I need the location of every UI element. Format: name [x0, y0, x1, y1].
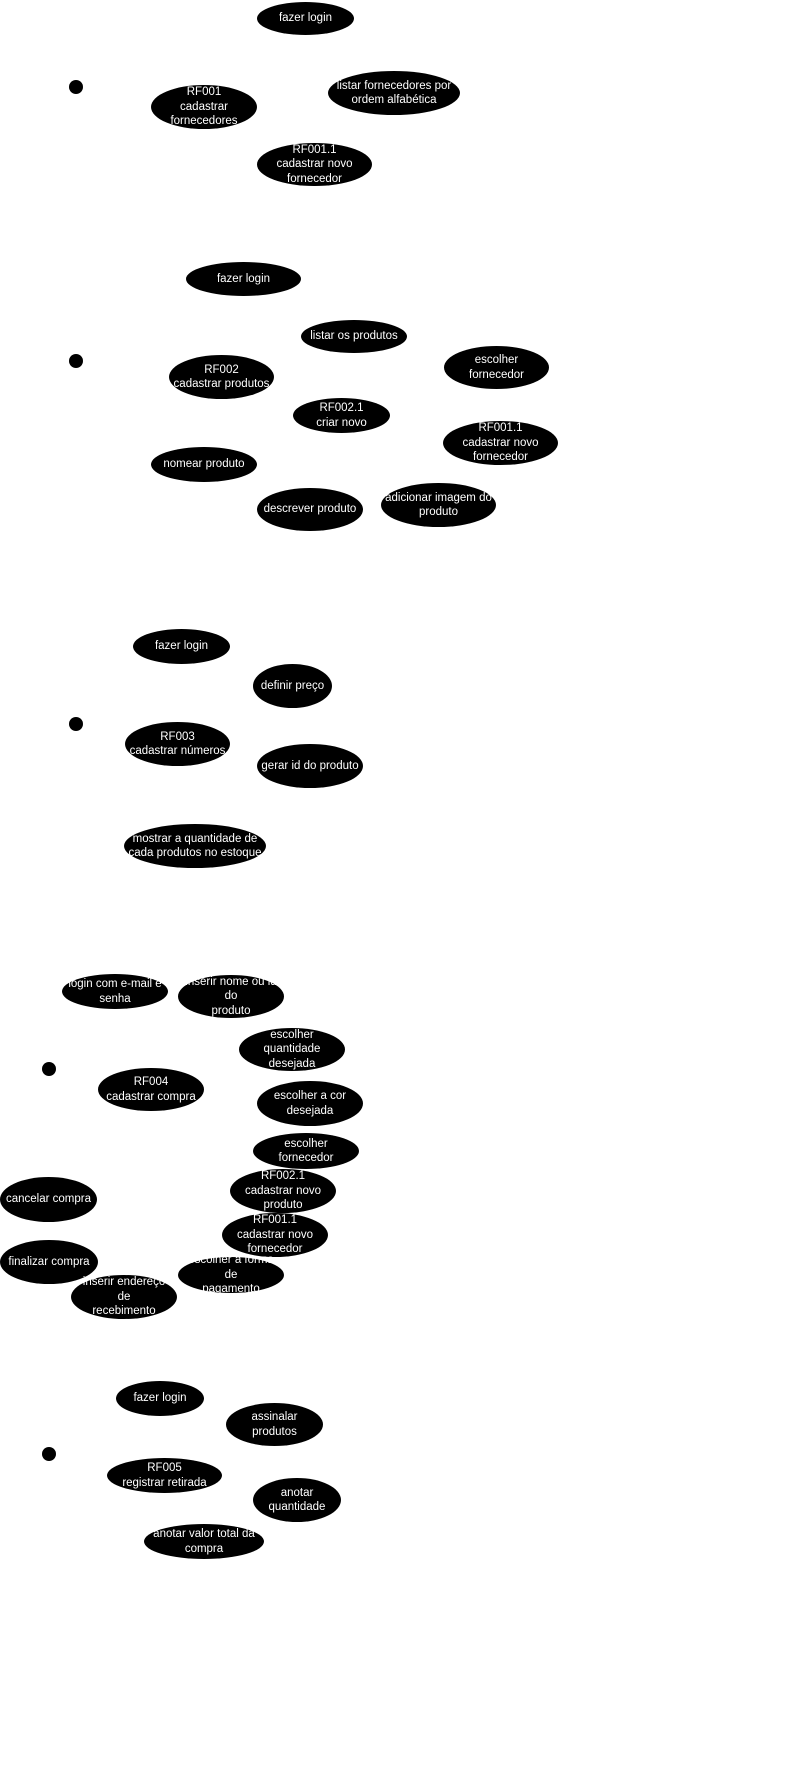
- use-case-inserir-endereco[interactable]: inserir endereço de recebimento: [71, 1275, 177, 1319]
- use-case-escolher-fornecedor-1[interactable]: escolher fornecedor: [444, 346, 549, 389]
- use-case-anotar-quantidade[interactable]: anotar quantidade: [253, 1478, 341, 1522]
- use-case-rf004[interactable]: RF004 cadastrar compra: [98, 1068, 204, 1111]
- actor-dot-2[interactable]: [69, 354, 83, 368]
- use-case-login-email-senha[interactable]: login com e-mail e senha: [62, 974, 168, 1009]
- actor-dot-4[interactable]: [42, 1062, 56, 1076]
- use-case-assinalar-produtos[interactable]: assinalar produtos: [226, 1403, 323, 1446]
- use-case-listar-produtos[interactable]: listar os produtos: [301, 320, 407, 353]
- use-case-descrever-produto[interactable]: descrever produto: [257, 488, 363, 531]
- use-case-definir-preco[interactable]: definir preço: [253, 664, 332, 708]
- use-case-rf002-1-criar[interactable]: RF002.1 criar novo: [293, 398, 390, 433]
- actor-dot-3[interactable]: [69, 717, 83, 731]
- use-case-cancelar-compra[interactable]: cancelar compra: [0, 1177, 97, 1222]
- use-case-rf005[interactable]: RF005 registrar retirada: [107, 1458, 222, 1493]
- use-case-escolher-fornecedor-2[interactable]: escolher fornecedor: [253, 1133, 359, 1169]
- use-case-rf001[interactable]: RF001 cadastrar fornecedores: [151, 85, 257, 129]
- use-case-rf002-1-produto[interactable]: RF002.1 cadastrar novo produto: [230, 1169, 336, 1213]
- use-case-escolher-cor[interactable]: escolher a cor desejada: [257, 1081, 363, 1126]
- use-case-anotar-valor-total[interactable]: anotar valor total da compra: [144, 1524, 264, 1559]
- use-case-inserir-nome-id[interactable]: inserir nome ou id do produto: [178, 975, 284, 1018]
- use-case-fazer-login-3[interactable]: fazer login: [133, 629, 230, 664]
- use-case-listar-fornecedores[interactable]: listar fornecedores por ordem alfabética: [328, 71, 460, 115]
- use-case-rf001-1-c[interactable]: RF001.1 cadastrar novo fornecedor: [222, 1213, 328, 1257]
- use-case-fazer-login-1[interactable]: fazer login: [257, 2, 354, 35]
- actor-dot-5[interactable]: [42, 1447, 56, 1461]
- use-case-fazer-login-5[interactable]: fazer login: [116, 1381, 204, 1416]
- use-case-fazer-login-2[interactable]: fazer login: [186, 262, 301, 296]
- use-case-mostrar-quantidade[interactable]: mostrar a quantidade de cada produtos no…: [124, 824, 266, 868]
- use-case-rf003[interactable]: RF003 cadastrar números: [125, 722, 230, 766]
- use-case-nomear-produto[interactable]: nomear produto: [151, 447, 257, 482]
- use-case-forma-pagamento[interactable]: escolher a forma de pagamento: [178, 1254, 284, 1295]
- use-case-rf001-1-b[interactable]: RF001.1 cadastrar novo fornecedor: [443, 421, 558, 465]
- use-case-rf002[interactable]: RF002 cadastrar produtos: [169, 355, 274, 399]
- use-case-adicionar-imagem[interactable]: adicionar imagem do produto: [381, 483, 496, 527]
- use-case-finalizar-compra[interactable]: finalizar compra: [0, 1240, 98, 1284]
- use-case-escolher-quantidade[interactable]: escolher quantidade desejada: [239, 1028, 345, 1071]
- use-case-gerar-id[interactable]: gerar id do produto: [257, 744, 363, 788]
- actor-dot-1[interactable]: [69, 80, 83, 94]
- use-case-rf001-1-a[interactable]: RF001.1 cadastrar novo fornecedor: [257, 143, 372, 186]
